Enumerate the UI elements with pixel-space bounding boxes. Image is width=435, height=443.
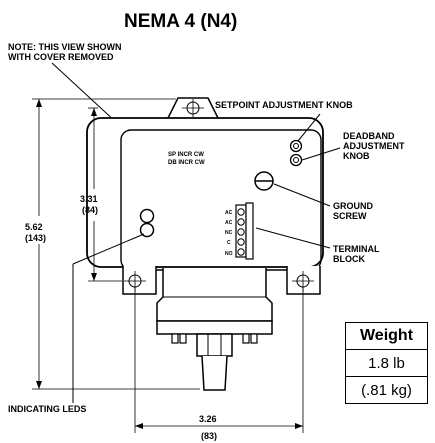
base-housing — [156, 268, 273, 322]
terminal-pin-label: NC — [225, 230, 233, 236]
pressure-port-hex-facets — [207, 334, 222, 356]
drawing-title: NEMA 4 (N4) — [124, 11, 237, 32]
label-indicating-leds: INDICATING LEDS — [8, 404, 86, 414]
dim-body-height-in: 3.31 — [80, 194, 98, 204]
enclosure-body — [86, 117, 324, 268]
note-text-line-2: WITH COVER REMOVED — [8, 52, 114, 62]
label-terminal-line-2: BLOCK — [333, 254, 365, 264]
overall-height-dimension-lines — [32, 98, 200, 390]
bottom-left-mounting-ear — [122, 266, 157, 295]
bottom-right-mounting-ear — [286, 266, 321, 295]
mount-width-arrows — [135, 423, 303, 429]
dim-overall-height-in: 5.62 — [25, 222, 43, 232]
weight-lb: 1.8 lb — [345, 349, 428, 377]
leader-deadband — [301, 147, 341, 161]
cover-text-db: DB INCR CW — [168, 160, 205, 166]
ground-screw — [254, 171, 274, 191]
overall-height-arrows — [36, 99, 42, 389]
note-text-line-1: NOTE: THIS VIEW SHOWN — [8, 42, 122, 52]
weight-kg: (.81 kg) — [345, 376, 428, 404]
label-deadband-line-1: DEADBAND — [343, 131, 395, 141]
weight-header: Weight — [345, 322, 428, 350]
label-terminal-line-1: TERMINAL — [333, 244, 380, 254]
label-setpoint-adjustment-knob: SETPOINT ADJUSTMENT KNOB — [215, 100, 353, 110]
terminal-block-rail — [245, 202, 254, 260]
mount-width-dimension-lines — [134, 287, 304, 433]
leader-ground — [273, 183, 331, 207]
dim-mount-width-mm: (83) — [201, 431, 217, 441]
pressure-port-hex — [196, 333, 233, 357]
terminal-pin-label: AC — [225, 220, 233, 226]
dim-mount-width-in: 3.26 — [199, 414, 217, 424]
deadband-knob — [289, 153, 303, 167]
terminal-pin-label: AC — [225, 210, 233, 216]
indicating-led-pair — [139, 208, 155, 238]
label-ground-line-2: SCREW — [333, 211, 367, 221]
pressure-port-fitting — [201, 355, 228, 391]
terminal-pin-label: NO — [225, 251, 233, 257]
setpoint-knob — [289, 139, 303, 153]
leader-leds-angle — [72, 233, 145, 265]
body-height-arrows — [91, 108, 97, 281]
label-deadband-line-3: KNOB — [343, 151, 370, 161]
top-tab-center-mark — [182, 99, 204, 117]
label-deadband-line-2: ADJUSTMENT — [343, 141, 405, 151]
body-height-dimension-lines — [88, 107, 122, 282]
dim-overall-height-mm: (143) — [25, 233, 46, 243]
flange-bolts — [171, 333, 258, 344]
terminal-pin-label: C — [227, 240, 231, 246]
dim-body-height-mm: (84) — [82, 205, 98, 215]
label-ground-line-1: GROUND — [333, 201, 373, 211]
terminal-screws — [237, 208, 245, 256]
base-flange — [156, 320, 273, 335]
weight-table: Weight 1.8 lb (.81 kg) — [345, 322, 428, 404]
leader-terminal — [255, 227, 331, 249]
cover-text-sp: SP INCR CW — [168, 152, 204, 158]
leader-setpoint — [297, 113, 321, 142]
